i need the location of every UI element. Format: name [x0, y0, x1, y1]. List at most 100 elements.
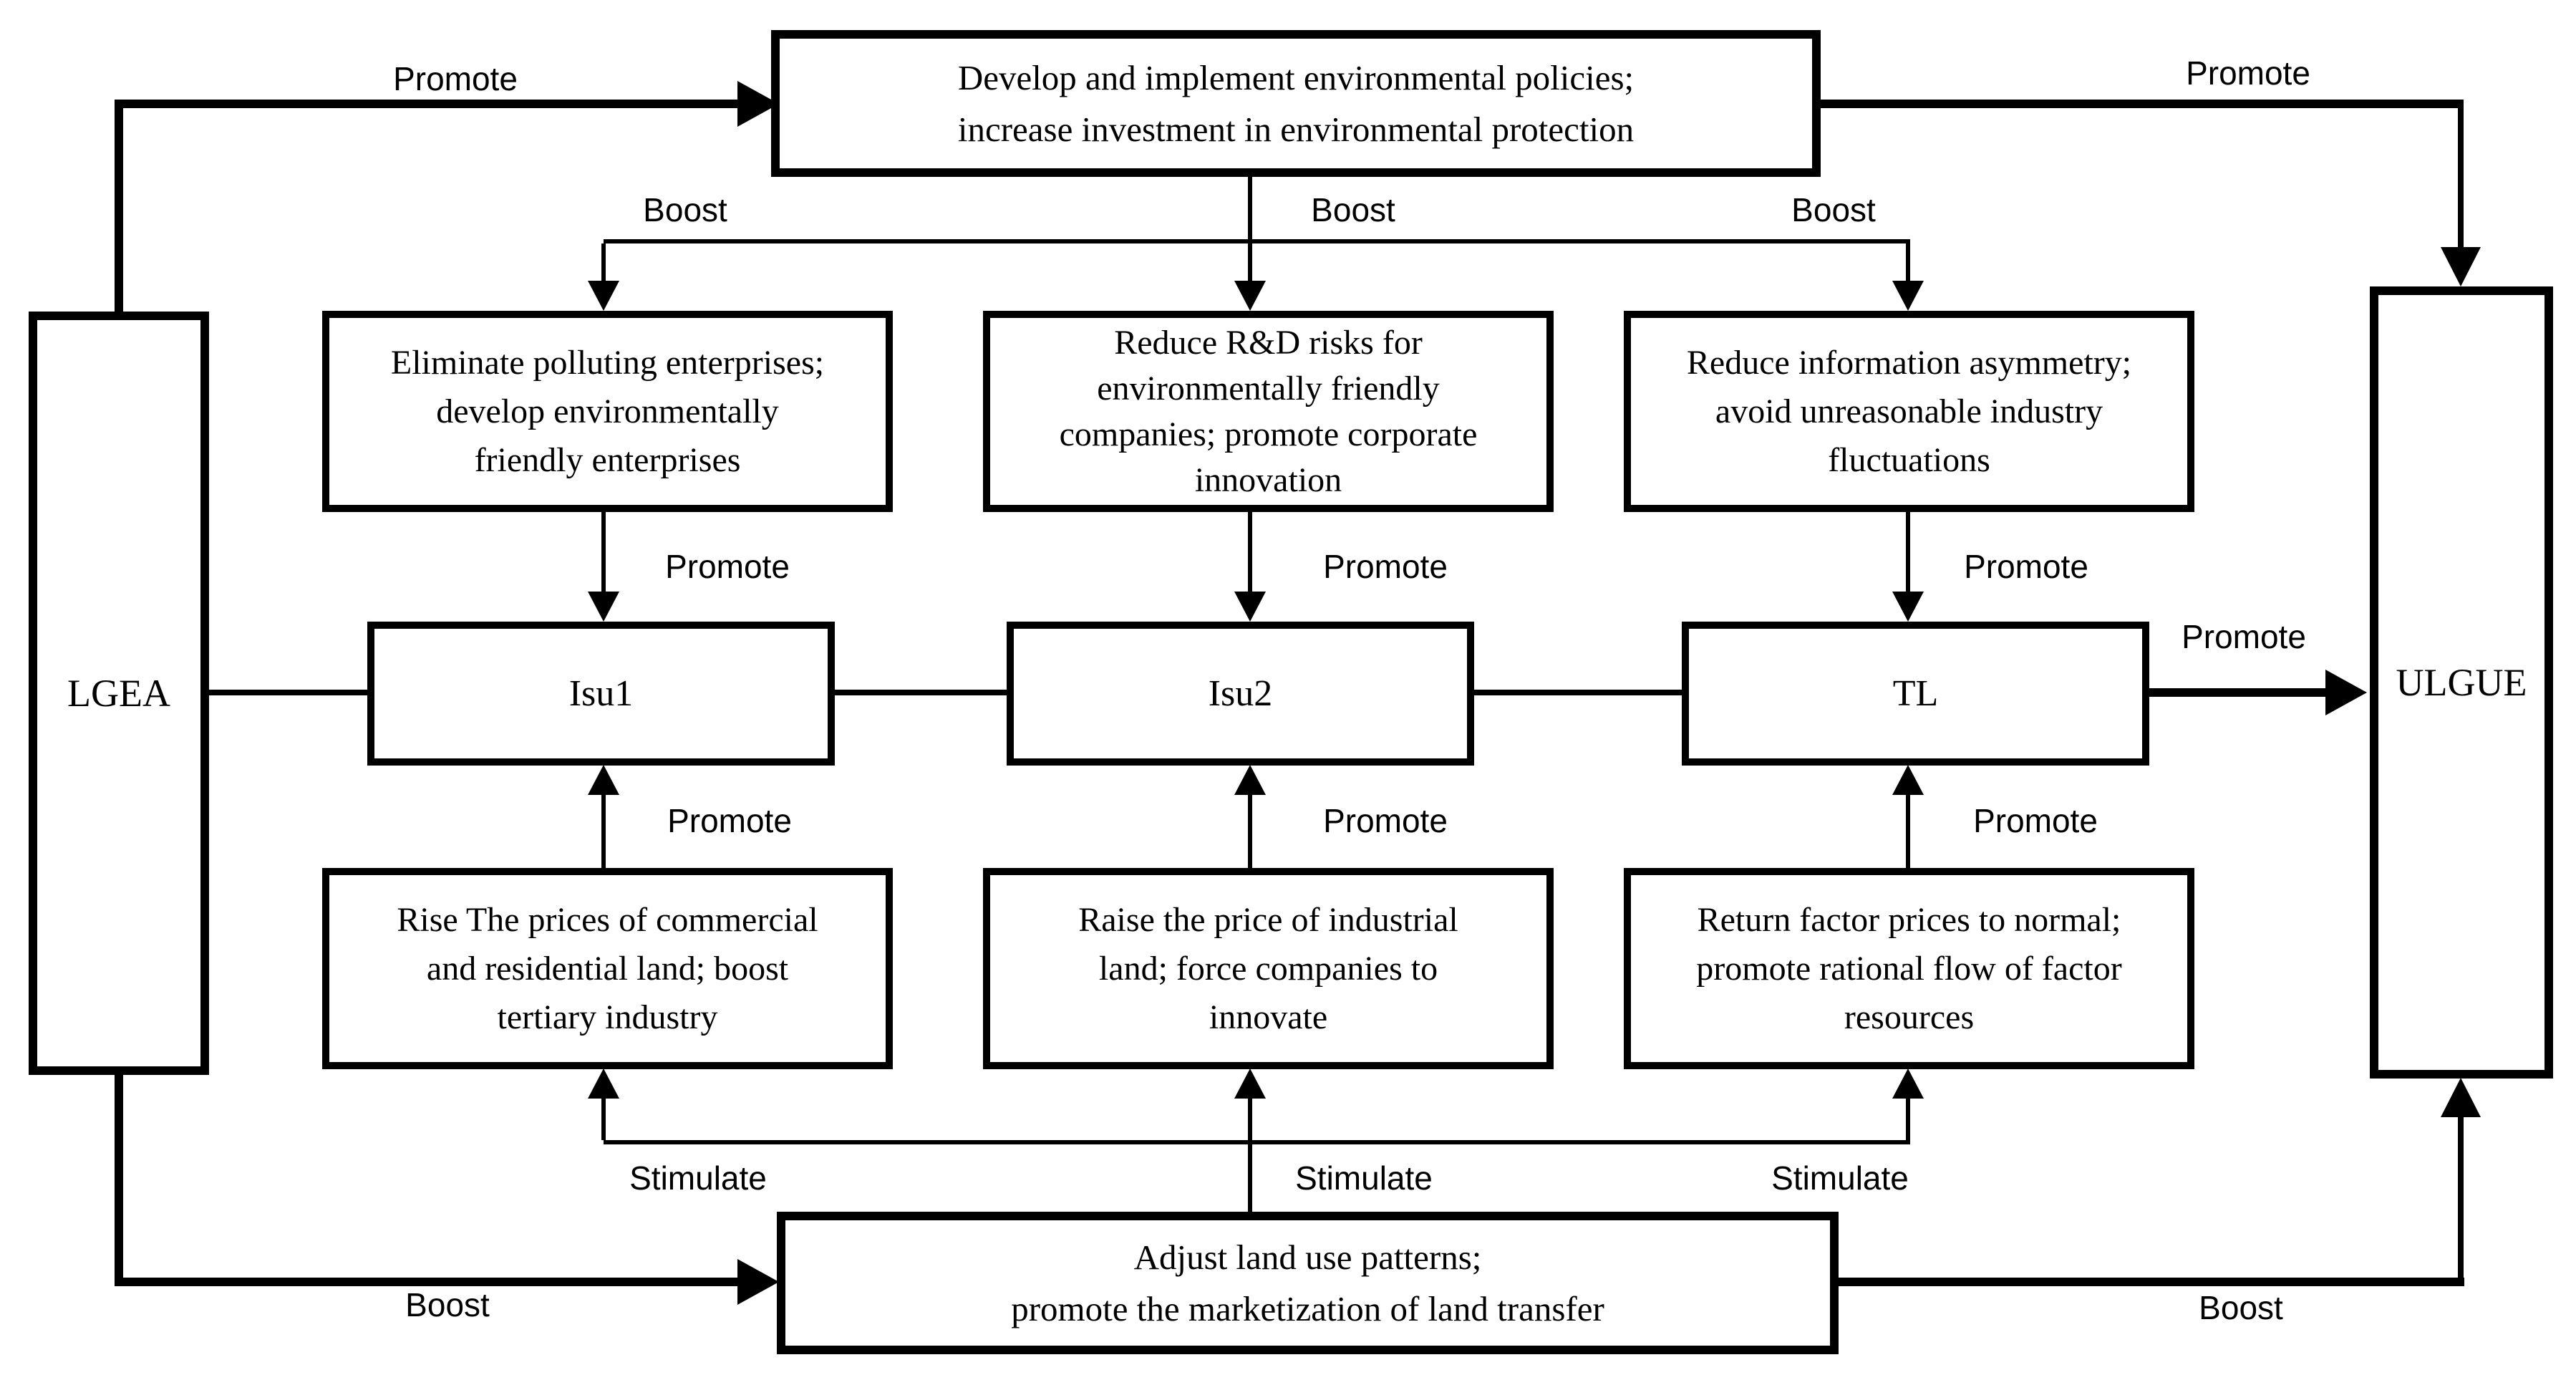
edge-factor-tl [1906, 793, 1910, 868]
edge-label-promote-mid-top-2: Promote [1323, 548, 1448, 585]
arrowhead-stimulate-3 [1892, 1068, 1924, 1099]
node-ulgue: ULGUE [2370, 286, 2553, 1079]
edge-eliminate-isu1 [601, 511, 606, 593]
edge-label-boost-bottom-left: Boost [405, 1286, 490, 1323]
node-policy-line2: increase investment in environmental pro… [957, 109, 1635, 149]
edge-label-promote-mid-bottom-2: Promote [1323, 802, 1448, 839]
node-factor-line2: promote rational flow of factor [1696, 949, 2122, 988]
node-rnd-line2: environmentally friendly [1097, 369, 1440, 407]
node-industrial-line1: Raise the price of industrial [1078, 900, 1458, 939]
edge-boost-drop-2 [1248, 243, 1252, 282]
node-information-line2: avoid unreasonable industry [1715, 392, 2103, 430]
arrowhead-eliminate-isu1 [588, 592, 619, 622]
edge-lgea-policy-horizontal [115, 100, 742, 108]
node-industrial-line3: innovate [1209, 998, 1328, 1036]
edge-label-promote-top-right: Promote [2186, 54, 2310, 92]
edge-lgea-policy-vertical [115, 104, 123, 312]
edge-policy-ulgue-vertical [2458, 108, 2464, 247]
edge-stimulate-rise-2 [1248, 1097, 1252, 1140]
edge-policy-ulgue-horizontal [1820, 100, 2464, 108]
node-rnd: Reduce R&D risks for environmentally fri… [983, 311, 1554, 512]
edge-landuse-ulgue-horizontal [1838, 1278, 2464, 1286]
node-landuse-line1: Adjust land use patterns; [1133, 1237, 1482, 1277]
node-commercial-line1: Rise The prices of commercial [397, 900, 818, 939]
edge-label-boost-2: Boost [1311, 191, 1395, 228]
edge-label-boost-3: Boost [1791, 191, 1876, 228]
node-landuse: Adjust land use patterns; promote the ma… [777, 1212, 1839, 1354]
edge-policy-boost-drop [1248, 176, 1252, 241]
node-eliminate-line3: friendly enterprises [474, 440, 741, 479]
node-tl: TL [1682, 622, 2149, 766]
arrowhead-boost-1 [588, 281, 619, 311]
node-factor-line1: Return factor prices to normal; [1697, 900, 2121, 939]
arrowhead-tl-ulgue [2325, 670, 2367, 715]
node-ulgue-label: ULGUE [2396, 661, 2527, 704]
edge-label-promote-tl-ulgue: Promote [2182, 618, 2306, 655]
edge-isu2-tl-connector [1473, 690, 1682, 695]
arrowhead-lgea-policy [737, 81, 779, 127]
node-factor: Return factor prices to normal; promote … [1624, 868, 2194, 1069]
edge-information-tl [1906, 511, 1910, 593]
edge-isu1-isu2-connector [834, 690, 1007, 695]
node-factor-line3: resources [1844, 998, 1975, 1036]
edge-landuse-ulgue-vertical [2458, 1116, 2464, 1286]
arrowhead-lgea-landuse [737, 1259, 779, 1305]
edge-industrial-isu2 [1248, 793, 1252, 868]
arrowhead-boost-2 [1234, 281, 1266, 311]
edge-label-boost-1: Boost [643, 191, 727, 228]
node-lgea: LGEA [29, 312, 209, 1075]
edge-label-stimulate-3: Stimulate [1771, 1159, 1909, 1197]
node-commercial-line2: and residential land; boost [426, 949, 789, 988]
edge-commercial-isu1 [601, 793, 606, 868]
edge-rnd-isu2 [1248, 511, 1252, 593]
arrowhead-industrial-isu2 [1234, 765, 1266, 795]
arrowhead-rnd-isu2 [1234, 592, 1266, 622]
edge-label-promote-mid-bottom-3: Promote [1973, 802, 2098, 839]
node-landuse-line2: promote the marketization of land transf… [1011, 1288, 1604, 1328]
edge-stimulate-distribution-line [604, 1140, 1910, 1144]
edge-lgea-landuse-vertical [115, 1074, 123, 1286]
edge-tl-ulgue [2149, 688, 2328, 697]
edge-label-promote-mid-top-1: Promote [665, 548, 790, 585]
arrowhead-stimulate-2 [1234, 1068, 1266, 1099]
node-eliminate-line2: develop environmentally [436, 392, 779, 430]
edge-stimulate-rise-3 [1906, 1097, 1910, 1140]
edge-label-promote-top-left: Promote [393, 60, 518, 97]
node-industrial-line2: land; force companies to [1098, 949, 1438, 988]
node-policy-line1: Develop and implement environmental poli… [957, 57, 1635, 97]
arrowhead-commercial-isu1 [588, 765, 619, 795]
node-tl-label: TL [1892, 672, 1939, 714]
node-industrial: Raise the price of industrial land; forc… [983, 868, 1554, 1069]
edge-label-promote-mid-top-3: Promote [1964, 548, 2088, 585]
node-isu2: Isu2 [1007, 622, 1474, 766]
node-commercial: Rise The prices of commercial and reside… [322, 868, 893, 1069]
arrowhead-stimulate-1 [588, 1068, 619, 1099]
edge-boost-drop-1 [601, 243, 606, 282]
arrowhead-information-tl [1892, 592, 1924, 622]
arrowhead-boost-3 [1892, 281, 1924, 311]
node-information-line3: fluctuations [1828, 440, 1990, 479]
node-rnd-line1: Reduce R&D risks for [1114, 323, 1423, 362]
arrowhead-landuse-ulgue [2441, 1078, 2481, 1117]
node-isu1: Isu1 [367, 622, 835, 766]
arrowhead-factor-tl [1892, 765, 1924, 795]
node-isu1-label: Isu1 [568, 672, 634, 714]
node-information-line1: Reduce information asymmetry; [1686, 343, 2132, 382]
edge-boost-distribution-line [604, 239, 1910, 243]
edge-label-stimulate-1: Stimulate [629, 1159, 767, 1197]
node-eliminate: Eliminate polluting enterprises; develop… [322, 311, 893, 512]
edge-boost-drop-3 [1906, 243, 1910, 282]
node-eliminate-line1: Eliminate polluting enterprises; [390, 343, 825, 382]
node-commercial-line3: tertiary industry [497, 998, 718, 1036]
edge-label-boost-bottom-right: Boost [2199, 1289, 2283, 1326]
edge-lgea-landuse-horizontal [115, 1278, 737, 1286]
edge-label-promote-mid-bottom-1: Promote [667, 802, 792, 839]
node-rnd-line3: companies; promote corporate [1059, 415, 1478, 453]
edge-label-stimulate-2: Stimulate [1295, 1159, 1433, 1197]
node-rnd-line4: innovation [1194, 460, 1342, 499]
edge-stimulate-rise-1 [601, 1097, 606, 1140]
node-isu2-label: Isu2 [1208, 672, 1273, 714]
node-information: Reduce information asymmetry; avoid unre… [1624, 311, 2194, 512]
node-policy: Develop and implement environmental poli… [771, 30, 1821, 177]
